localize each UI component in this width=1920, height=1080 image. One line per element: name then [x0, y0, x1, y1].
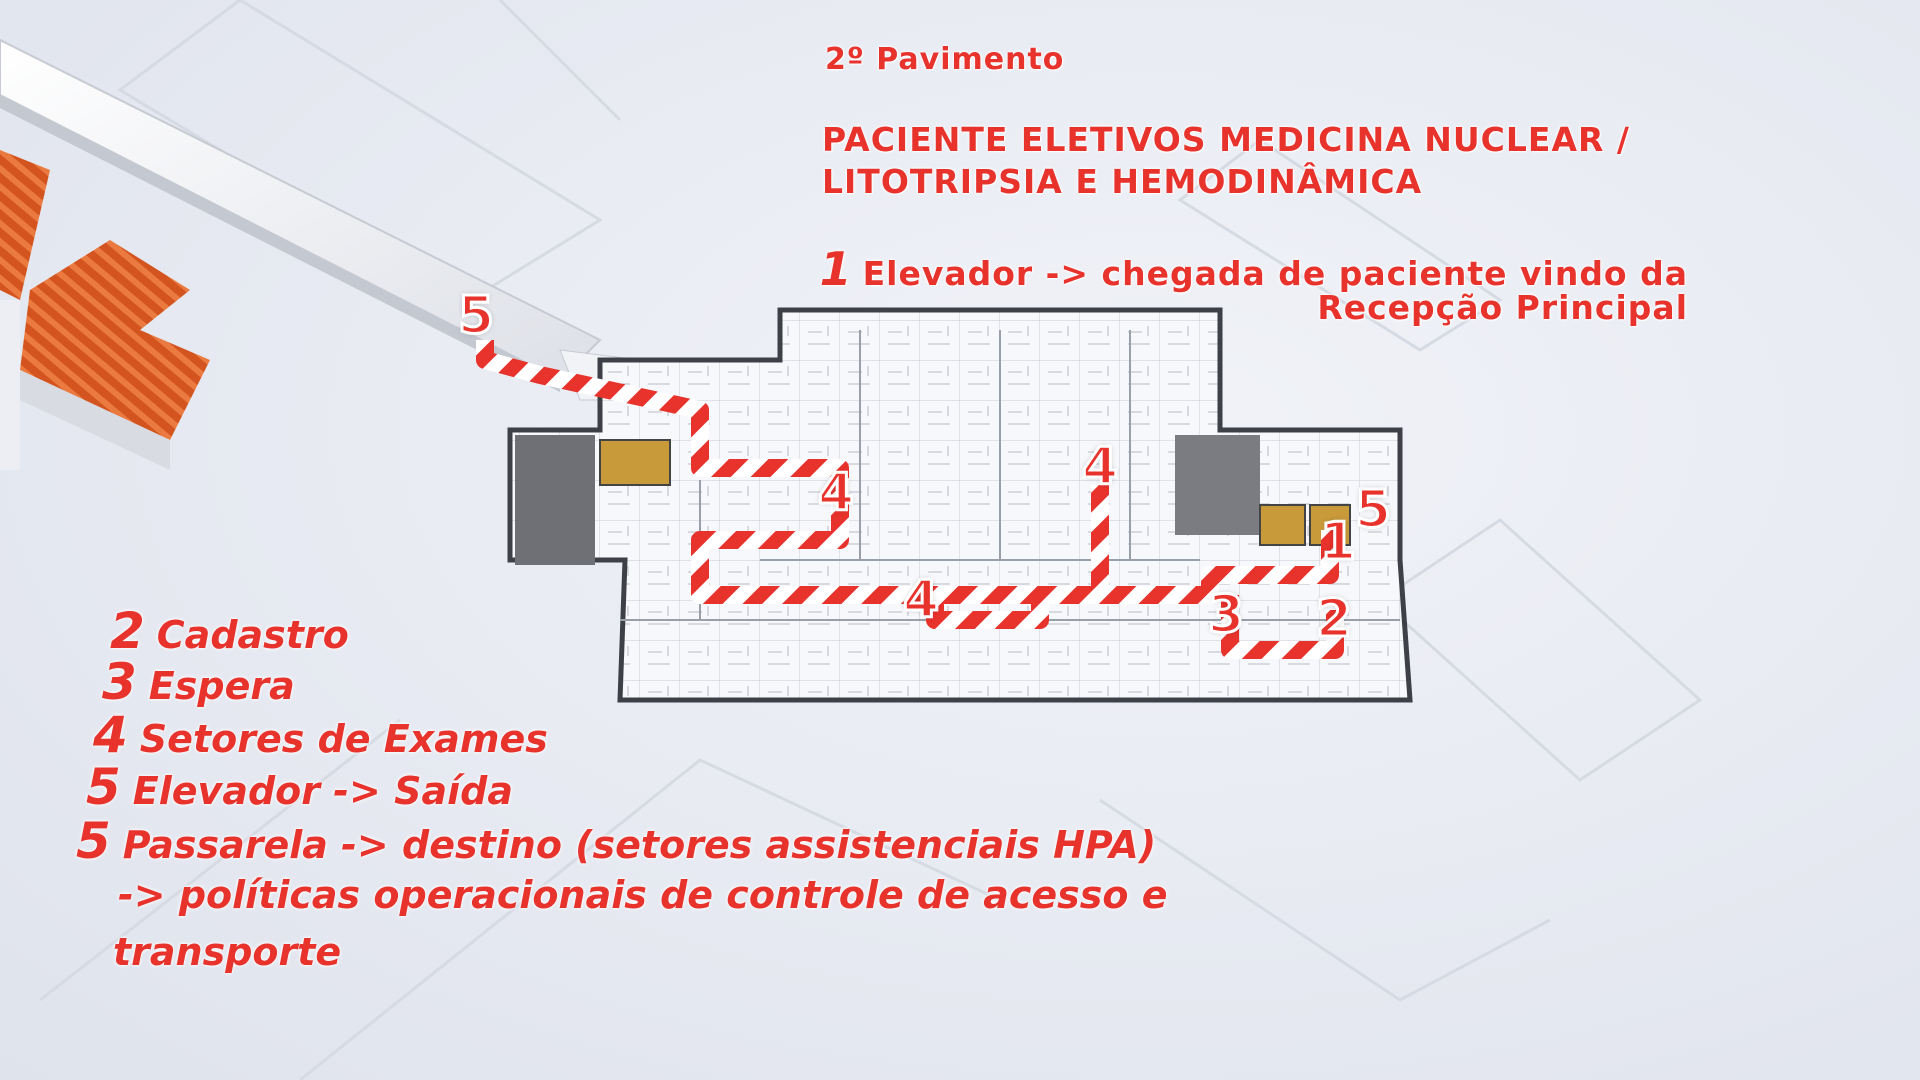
- step-1-text: Elevador -> chegada de paciente vindo da: [862, 254, 1688, 293]
- legend-label: Espera: [148, 664, 295, 708]
- map-marker-5-walkway: 5: [456, 285, 495, 348]
- legend-label: Passarela -> destino (setores assistenci…: [122, 823, 1157, 867]
- title-line-2: LITOTRIPSIA E HEMODINÂMICA: [822, 162, 1423, 201]
- legend-continuation-line-2: transporte: [113, 930, 342, 974]
- map-marker-4-top: 4: [1080, 436, 1119, 499]
- legend-number: 5: [76, 812, 111, 870]
- title-line-1: PACIENTE ELETIVOS MEDICINA NUCLEAR /: [822, 120, 1630, 159]
- legend-number: 5: [86, 758, 121, 816]
- legend-number: 3: [102, 653, 137, 711]
- map-marker-3-wait: 3: [1206, 584, 1245, 647]
- step-1-line-2: Recepção Principal: [1317, 288, 1688, 327]
- map-marker-4-left: 4: [816, 462, 855, 525]
- legend-label: Setores de Exames: [139, 717, 548, 761]
- legend-label: Cadastro: [156, 613, 349, 657]
- map-marker-5-right: 5: [1353, 479, 1392, 542]
- map-marker-2-registration: 2: [1314, 588, 1353, 651]
- legend-number: 2: [110, 602, 145, 660]
- map-marker-4-center: 4: [901, 569, 940, 632]
- legend-number: 4: [93, 706, 128, 764]
- left-building-roofs: [0, 150, 210, 470]
- floor-label: 2º Pavimento: [825, 42, 1065, 77]
- background-outlines: [39, 0, 1703, 1080]
- legend-label: Elevador -> Saída: [132, 769, 513, 813]
- legend-continuation-line-1: -> políticas operacionais de controle de…: [118, 873, 1168, 917]
- patient-route: [476, 340, 1344, 659]
- map-marker-1-elevator: 1: [1318, 511, 1357, 574]
- step-1-number: 1: [819, 242, 853, 296]
